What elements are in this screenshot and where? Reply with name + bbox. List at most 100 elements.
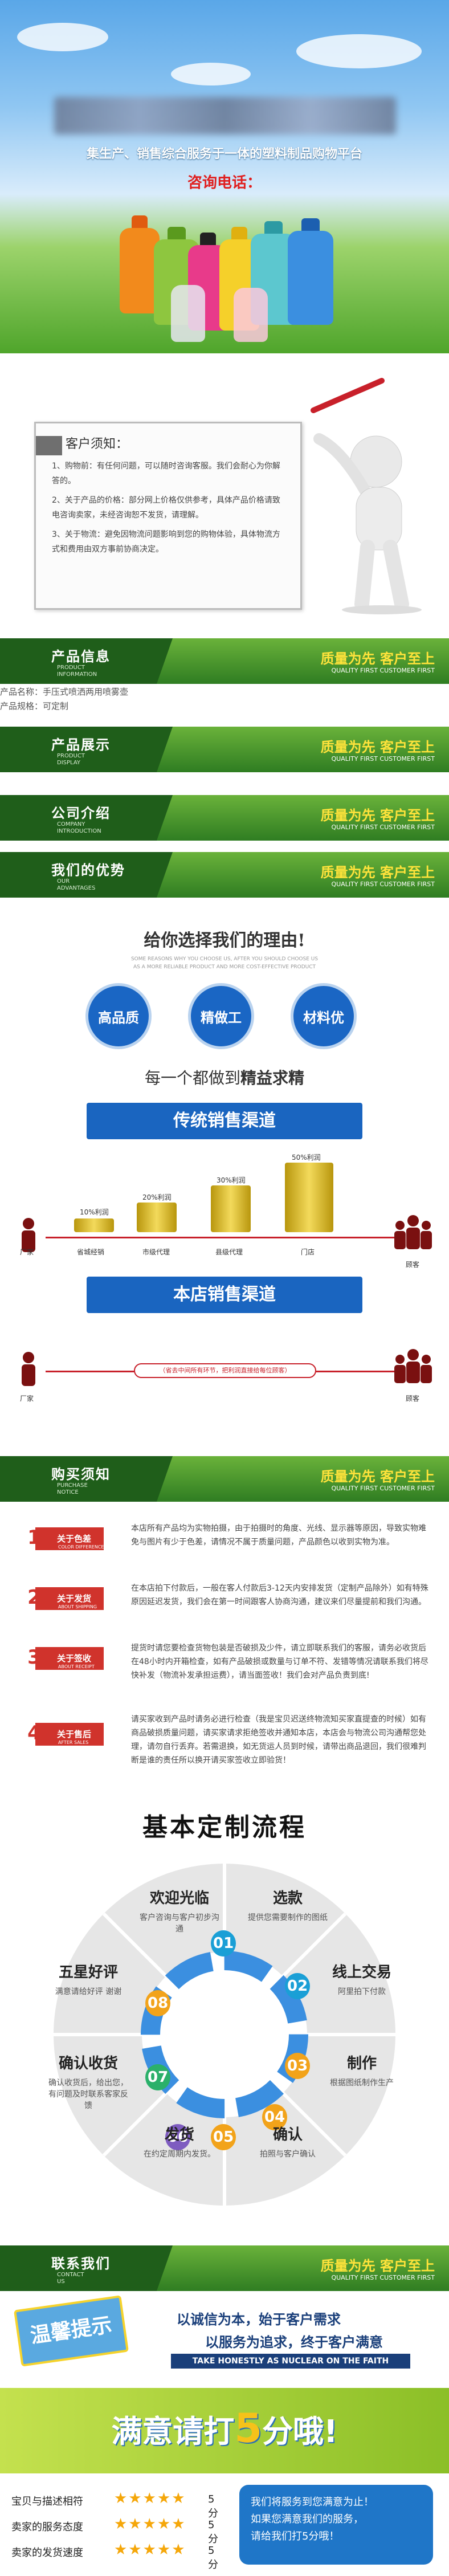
note-en: COLOR DIFFERENCE (58, 1544, 104, 1550)
customers-icon (394, 1215, 432, 1249)
hero-phone-label: 咨询电话： (187, 174, 262, 191)
section-slogan-en: QUALITY FIRST CUSTOMER FIRST (331, 755, 435, 763)
purchase-note: 关于发货 2 ABOUT SHIPPING 在本店拍下付款后，一般在客人付款后3… (23, 1582, 433, 1633)
bubble-line: 如果您满意我们的服务， (251, 2513, 364, 2525)
speech-bubble: 我们将服务到您满意为止！ 如果您满意我们的服务， 请给我们打5分哦！ (239, 2485, 433, 2565)
step-number: 07 (145, 2064, 171, 2090)
note-text: 提货时请您要检查货物包装是否破损及少件，请立即联系我们的客服，请务必收货后在48… (131, 1644, 428, 1680)
profit-coin-stack (74, 1218, 114, 1232)
note-en: AFTER SALES (58, 1740, 89, 1745)
section-title: 我们的优势 (51, 862, 125, 878)
section-slogan-en: QUALITY FIRST CUSTOMER FIRST (331, 824, 435, 831)
rating-score: 5分 (208, 2545, 218, 2571)
chain-label: 市级代理 (142, 1248, 170, 1256)
notice-board: 客户须知： 1、购物前：有任何问题，可以随时咨询客服。我们会耐心为你解答的。 2… (34, 422, 302, 610)
star-icons: ★★★★★ (114, 2516, 186, 2533)
satisfy-end: 分哦! (262, 2414, 338, 2449)
rating-label: 卖家的服务态度 (11, 2521, 83, 2533)
rating-banner: 满意请打5分哦! (0, 2388, 449, 2473)
honesty-band: TAKE HONESTLY AS NUCLEAR ON THE FAITH (171, 2354, 410, 2369)
rating-label: 宝贝与描述相符 (11, 2496, 83, 2508)
note-text: 本店所有产品均为实物拍摄，由于拍摄时的角度、光线、显示器等原因，导致实物难免与图… (131, 1524, 426, 1547)
section-title: 购买须知 (51, 1466, 111, 1482)
hero-tagline: 集生产、销售综合服务于一体的塑料制品购物平台 (86, 147, 362, 161)
rating-score: 5分 (208, 2493, 218, 2520)
note-number: 3 (27, 1646, 41, 1669)
process-step: 欢迎光临客户咨询与客户初步沟通 (140, 1890, 219, 1934)
bubble-line: 我们将服务到您满意为止！ (251, 2496, 374, 2508)
note-text: 请买家收到产品时请务必进行检查（我是宝贝迟送终物流知买家直提查的时候）如有商品破… (131, 1715, 426, 1765)
rating-row: 卖家的服务态度 ★★★★★ 5分 (11, 2516, 218, 2545)
process-step: 制作根据图纸制作生产 (330, 2055, 394, 2088)
bubble-line: 请给我们打5分哦！ (251, 2530, 340, 2542)
process-step: 确认拍照与客户确认 (260, 2126, 316, 2159)
bottle-image (171, 285, 205, 342)
section-title: 联系我们 (51, 2256, 111, 2272)
note-en: ABOUT RECEIPT (58, 1664, 95, 1669)
purchase-note: 关于售后 4 AFTER SALES 请买家收到产品时请务必进行检查（我是宝贝迟… (23, 1713, 433, 1775)
factory-person-icon (22, 1352, 35, 1386)
rating-score: 5分 (208, 2519, 218, 2545)
notice-title-bar (36, 436, 62, 455)
section-slogan: 质量为先 客户至上 (320, 651, 435, 667)
cloud-decoration (17, 23, 108, 51)
section-slogan: 质量为先 客户至上 (320, 808, 435, 824)
warm-tip-badge: 温馨提示 (13, 2295, 129, 2367)
motto-line: 每一个都做到精益求精 (144, 1069, 305, 1087)
chain-label: 省城经销 (77, 1248, 105, 1256)
satisfy-five: 5 (234, 2405, 263, 2452)
process-step: 选款提供您需要制作的图纸 (248, 1890, 328, 1922)
direct-right-label: 顾客 (406, 1395, 420, 1403)
profit-label: 20%利润 (142, 1193, 172, 1201)
process-step: 确认收货确认收货后，给出您，有问题及时联系客家反馈 (48, 2055, 128, 2110)
reasons-subtitle-en: AS A MORE RELIABLE PRODUCT AND MORE COST… (133, 964, 316, 970)
step-number: 01 (211, 1930, 236, 1957)
chain-label: 门店 (301, 1248, 315, 1256)
process-step: 线上交易阿里拍下付款 (332, 1964, 391, 1996)
section-slogan: 质量为先 客户至上 (320, 739, 435, 755)
chain-label: 县级代理 (215, 1248, 243, 1256)
section-title: 公司介绍 (51, 805, 111, 821)
factory-person-icon (22, 1218, 35, 1252)
our-channel-banner: 本店销售渠道 (87, 1277, 362, 1313)
note-number: 1 (27, 1526, 41, 1549)
note-number: 2 (27, 1586, 41, 1609)
direct-note: （省去中间所有环节，把利润直接给每位顾客） (134, 1363, 316, 1378)
step-number: 08 (145, 1990, 171, 2016)
section-slogan: 质量为先 客户至上 (320, 2258, 435, 2274)
section-slogan-en: QUALITY FIRST CUSTOMER FIRST (331, 667, 435, 674)
product-name-line: 产品名称：手压式喷洒两用喷雾壶 (0, 687, 129, 697)
process-title: 基本定制流程 (142, 1813, 307, 1842)
rating-row: 宝贝与描述相符 ★★★★★ 5分 (11, 2490, 218, 2520)
section-slogan: 质量为先 客户至上 (320, 1469, 435, 1485)
purchase-note: 关于签收 3 ABOUT RECEIPT 提货时请您要检查货物包装是否破损及少件… (23, 1641, 433, 1704)
star-icons: ★★★★★ (114, 2541, 186, 2558)
profit-label: 50%利润 (292, 1154, 321, 1161)
profit-label: 30%利润 (217, 1176, 246, 1184)
note-text: 在本店拍下付款后，一般在客人付款后3-12天内安排发货（定制产品除外）如有特殊原… (131, 1584, 428, 1607)
blurred-shop-name (54, 97, 396, 134)
process-wheel (54, 1864, 395, 2206)
cloud-decoration (171, 63, 251, 85)
profit-coin-stack (137, 1203, 177, 1232)
purchase-note: 关于色差 1 COLOR DIFFERENCE 本店所有产品均为实物拍摄，由于拍… (23, 1522, 433, 1573)
note-badge: 关于签收 (35, 1647, 104, 1670)
note-number: 4 (27, 1722, 41, 1744)
channel-arrow-line (46, 1237, 405, 1238)
direct-left-label: 厂家 (20, 1395, 34, 1403)
process-step: 发货在约定周期内发货。 (144, 2126, 215, 2159)
hero-banner: 集生产、销售综合服务于一体的塑料制品购物平台 咨询电话： (0, 0, 449, 353)
notice-title: 客户须知： (66, 437, 129, 451)
chain-label: 厂家 (20, 1248, 34, 1256)
section-title: 产品信息 (51, 649, 111, 665)
reason-circle: 高品质 (85, 983, 152, 1049)
section-slogan-en: QUALITY FIRST CUSTOMER FIRST (331, 881, 435, 888)
profit-coin-stack (211, 1185, 251, 1232)
